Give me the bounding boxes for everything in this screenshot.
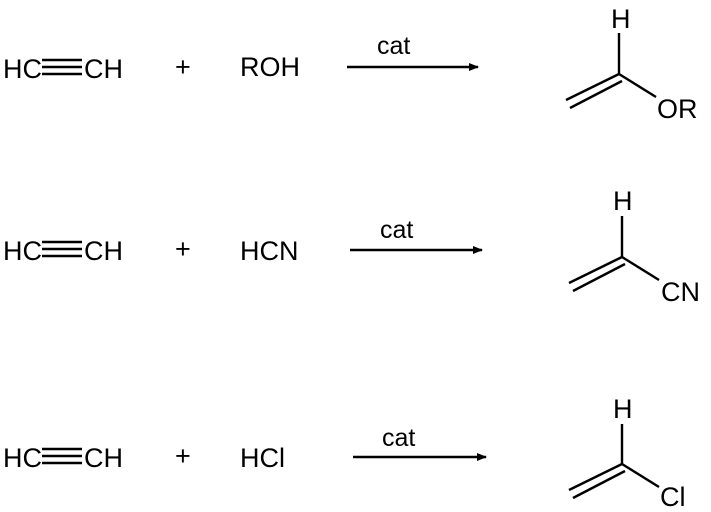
triple-bond xyxy=(42,58,82,76)
product-substituent: OR xyxy=(657,94,698,124)
plus-sign: + xyxy=(175,441,191,471)
product-structure: H OR xyxy=(565,4,698,124)
product-substituent: Cl xyxy=(660,482,686,512)
acetylene-left: HC xyxy=(3,443,42,473)
plus-sign: + xyxy=(175,234,191,264)
product-substituent: CN xyxy=(661,277,700,307)
acetylene-left: HC xyxy=(3,236,42,266)
reagent: HCl xyxy=(240,443,285,473)
product-hydrogen: H xyxy=(613,394,633,424)
plus-sign: + xyxy=(175,52,191,82)
reaction-2: HC CH + HCN cat H CN xyxy=(3,186,700,307)
catalyst-label: cat xyxy=(382,424,415,452)
acetylene-right: CH xyxy=(84,236,123,266)
product-hydrogen: H xyxy=(611,4,631,34)
reagent: ROH xyxy=(240,52,300,82)
catalyst-label: cat xyxy=(380,216,413,244)
triple-bond xyxy=(42,447,82,465)
acetylene-right: CH xyxy=(84,443,123,473)
reaction-3: HC CH + HCl cat H Cl xyxy=(3,394,686,512)
product-structure: H Cl xyxy=(568,394,686,512)
acetylene-left: HC xyxy=(3,54,42,84)
acetylene-right: CH xyxy=(84,54,123,84)
product-hydrogen: H xyxy=(613,186,633,216)
triple-bond xyxy=(42,240,82,258)
catalyst-label: cat xyxy=(377,32,410,60)
reagent: HCN xyxy=(240,236,299,266)
reaction-1: HC CH + ROH cat H OR xyxy=(3,4,698,124)
product-structure: H CN xyxy=(568,186,700,307)
